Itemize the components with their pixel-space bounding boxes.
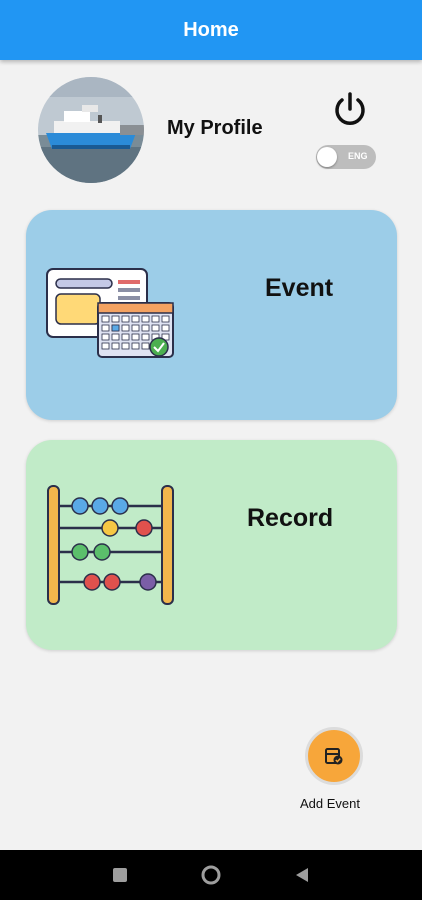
recents-square-icon[interactable] [108, 863, 132, 887]
profile-avatar[interactable] [38, 77, 144, 183]
record-card[interactable]: Record [26, 440, 397, 650]
home-circle-icon[interactable] [199, 863, 223, 887]
back-triangle-icon[interactable] [290, 863, 314, 887]
add-event-button[interactable] [305, 727, 363, 785]
event-calendar-icon [46, 268, 174, 358]
my-profile-label[interactable]: My Profile [167, 117, 263, 139]
ship-photo [38, 77, 144, 183]
add-event-label: Add Event [300, 796, 360, 811]
language-toggle[interactable]: ENG [316, 145, 376, 169]
abacus-icon [47, 485, 174, 605]
event-card-title: Event [265, 274, 334, 302]
app-bar: Home [0, 0, 422, 60]
language-label: ENG [348, 151, 368, 161]
event-card[interactable]: Event [26, 210, 397, 420]
system-navigation-bar [0, 850, 422, 900]
record-card-title: Record [247, 504, 334, 532]
toggle-knob [317, 147, 337, 167]
page-title: Home [183, 18, 239, 41]
power-icon[interactable] [331, 91, 369, 129]
calendar-check-icon [325, 748, 343, 765]
